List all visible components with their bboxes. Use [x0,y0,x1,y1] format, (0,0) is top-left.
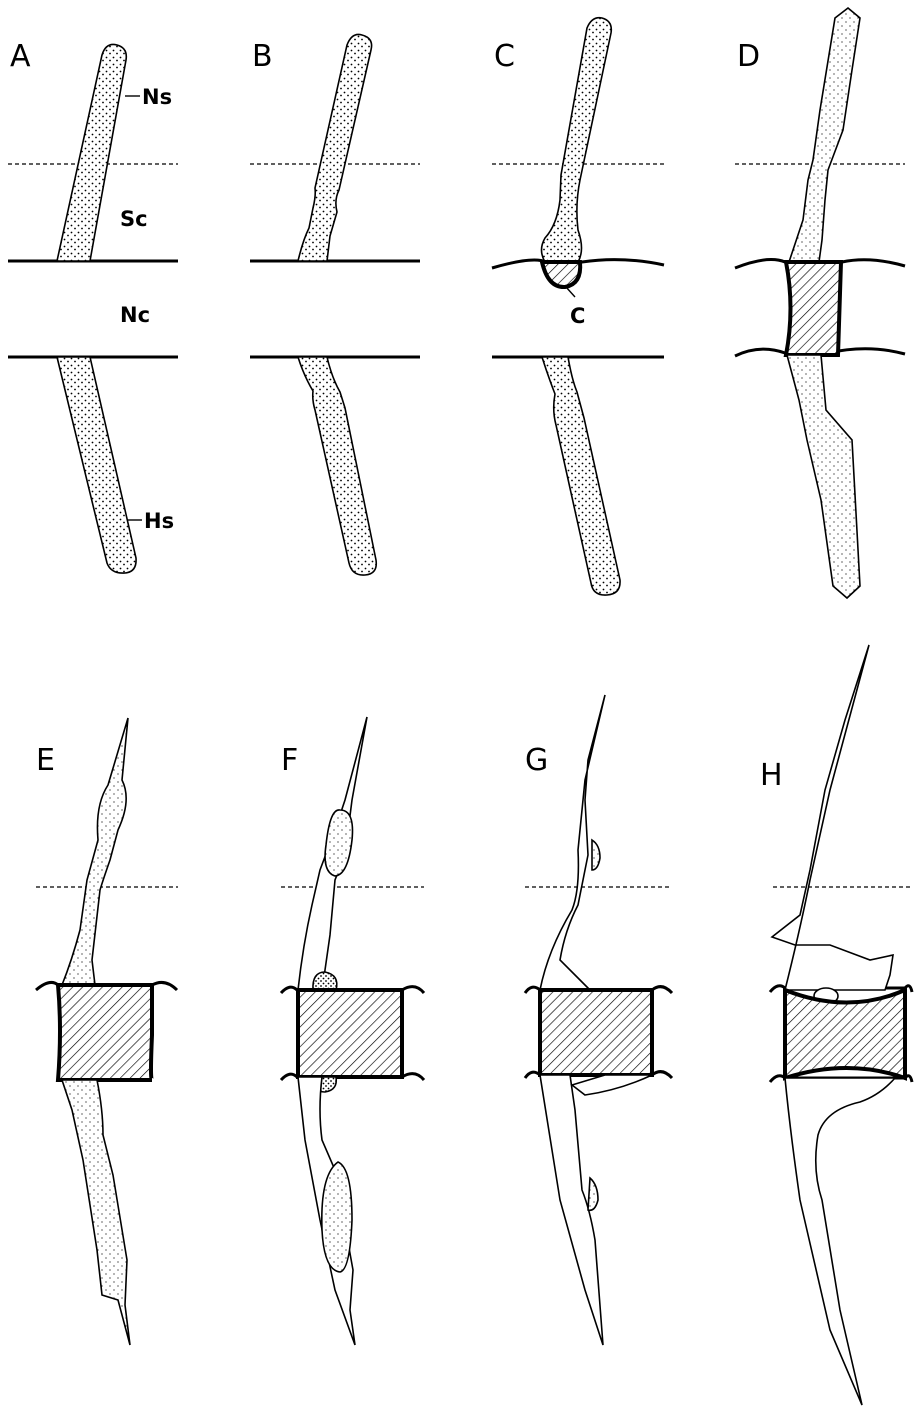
upper-nodule [325,810,352,876]
lower-sclerotome-segment [542,357,620,595]
upper-sclerotome-segment [789,8,860,262]
panel-c: C C [492,18,664,595]
upper-nodule [592,840,600,870]
panel-b: B [250,34,420,575]
panel-label-c: C [494,39,515,74]
lower-crescent [572,1075,652,1095]
centrum [785,990,905,1078]
panel-label-h: H [760,758,783,793]
label-hs: Hs [144,509,174,533]
upper-sclerotome-segment [298,34,372,261]
upper-sclerotome-segment [772,645,893,990]
panel-label-g: G [525,743,548,778]
lower-sclerotome-segment [787,355,860,598]
lower-nodule [588,1178,598,1210]
panel-label-a: A [10,39,31,74]
label-c: C [570,304,585,328]
lower-sclerotome-segment [62,1080,130,1345]
label-sc: Sc [120,207,148,231]
centrum [540,990,652,1075]
centrum [786,262,841,355]
panel-d: D [735,8,905,598]
panel-label-d: D [737,39,760,74]
lower-sclerotome-segment [785,1078,895,1405]
upper-sclerotome-segment [62,718,128,985]
panel-label-b: B [252,39,273,74]
panel-g: G [525,695,672,1345]
panel-a: A Ns Sc Nc Hs [8,39,178,573]
lower-sclerotome-segment [57,357,136,573]
panel-label-e: E [36,743,55,778]
centrum [298,990,402,1077]
panel-h: H [760,645,912,1405]
label-nc: Nc [120,303,150,327]
centrum [58,985,152,1080]
centrum-rudiment [542,262,580,287]
upper-sclerotome-segment [57,44,126,261]
panel-f: F [281,717,424,1345]
lower-sclerotome-segment [540,1075,603,1345]
upper-sclerotome-segment [542,18,612,262]
pointer-line-c [566,287,575,297]
panel-e: E [36,718,178,1345]
lower-sclerotome-segment [298,357,376,575]
lower-nodule [322,1162,352,1272]
label-ns: Ns [142,85,172,109]
panel-label-f: F [281,743,298,778]
upper-condensation [313,972,337,990]
